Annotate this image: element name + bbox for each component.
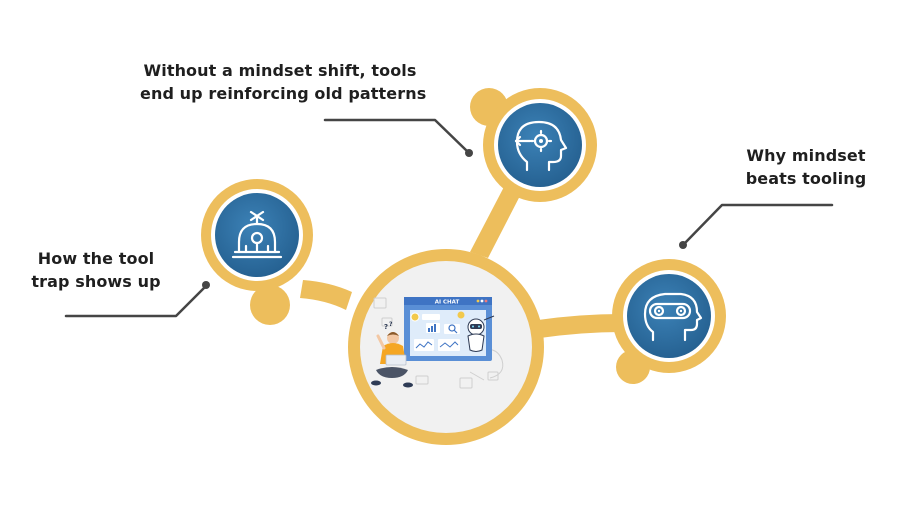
label-right-line-1: Why mindset	[746, 146, 866, 165]
node-top	[483, 88, 597, 202]
node-left	[201, 179, 313, 291]
connectors	[300, 183, 622, 338]
label-right-line-2: beats tooling	[745, 169, 867, 188]
person-ai-chat-illustration: AI CHAT ?	[371, 297, 504, 389]
svg-text:?: ?	[389, 321, 393, 328]
leader-right	[682, 203, 834, 246]
gold-dot-left	[250, 285, 290, 325]
node-right	[612, 259, 726, 373]
label-left: How the tool trap shows up	[26, 247, 166, 293]
chat-window-title: AI CHAT	[435, 300, 460, 306]
head-cogs-icon	[643, 292, 703, 342]
label-right: Why mindset beats tooling	[736, 144, 876, 190]
label-left-line-1: How the tool	[37, 249, 155, 268]
leader-lines	[64, 118, 834, 318]
svg-text:?: ?	[384, 323, 388, 331]
leader-top	[323, 118, 470, 154]
connector-center-right	[538, 314, 622, 338]
label-top: Without a mindset shift, tools end up re…	[140, 59, 427, 105]
head-gear-icon	[514, 120, 568, 172]
connector-center-left	[300, 280, 352, 310]
label-top-line-1: Without a mindset shift, tools	[143, 61, 417, 80]
tool-arch-icon	[231, 210, 283, 259]
label-left-line-2: trap shows up	[31, 272, 161, 291]
label-top-line-2: end up reinforcing old patterns	[140, 84, 427, 103]
connector-center-top	[470, 183, 523, 258]
leader-dots	[202, 149, 687, 289]
leader-left	[64, 284, 208, 318]
